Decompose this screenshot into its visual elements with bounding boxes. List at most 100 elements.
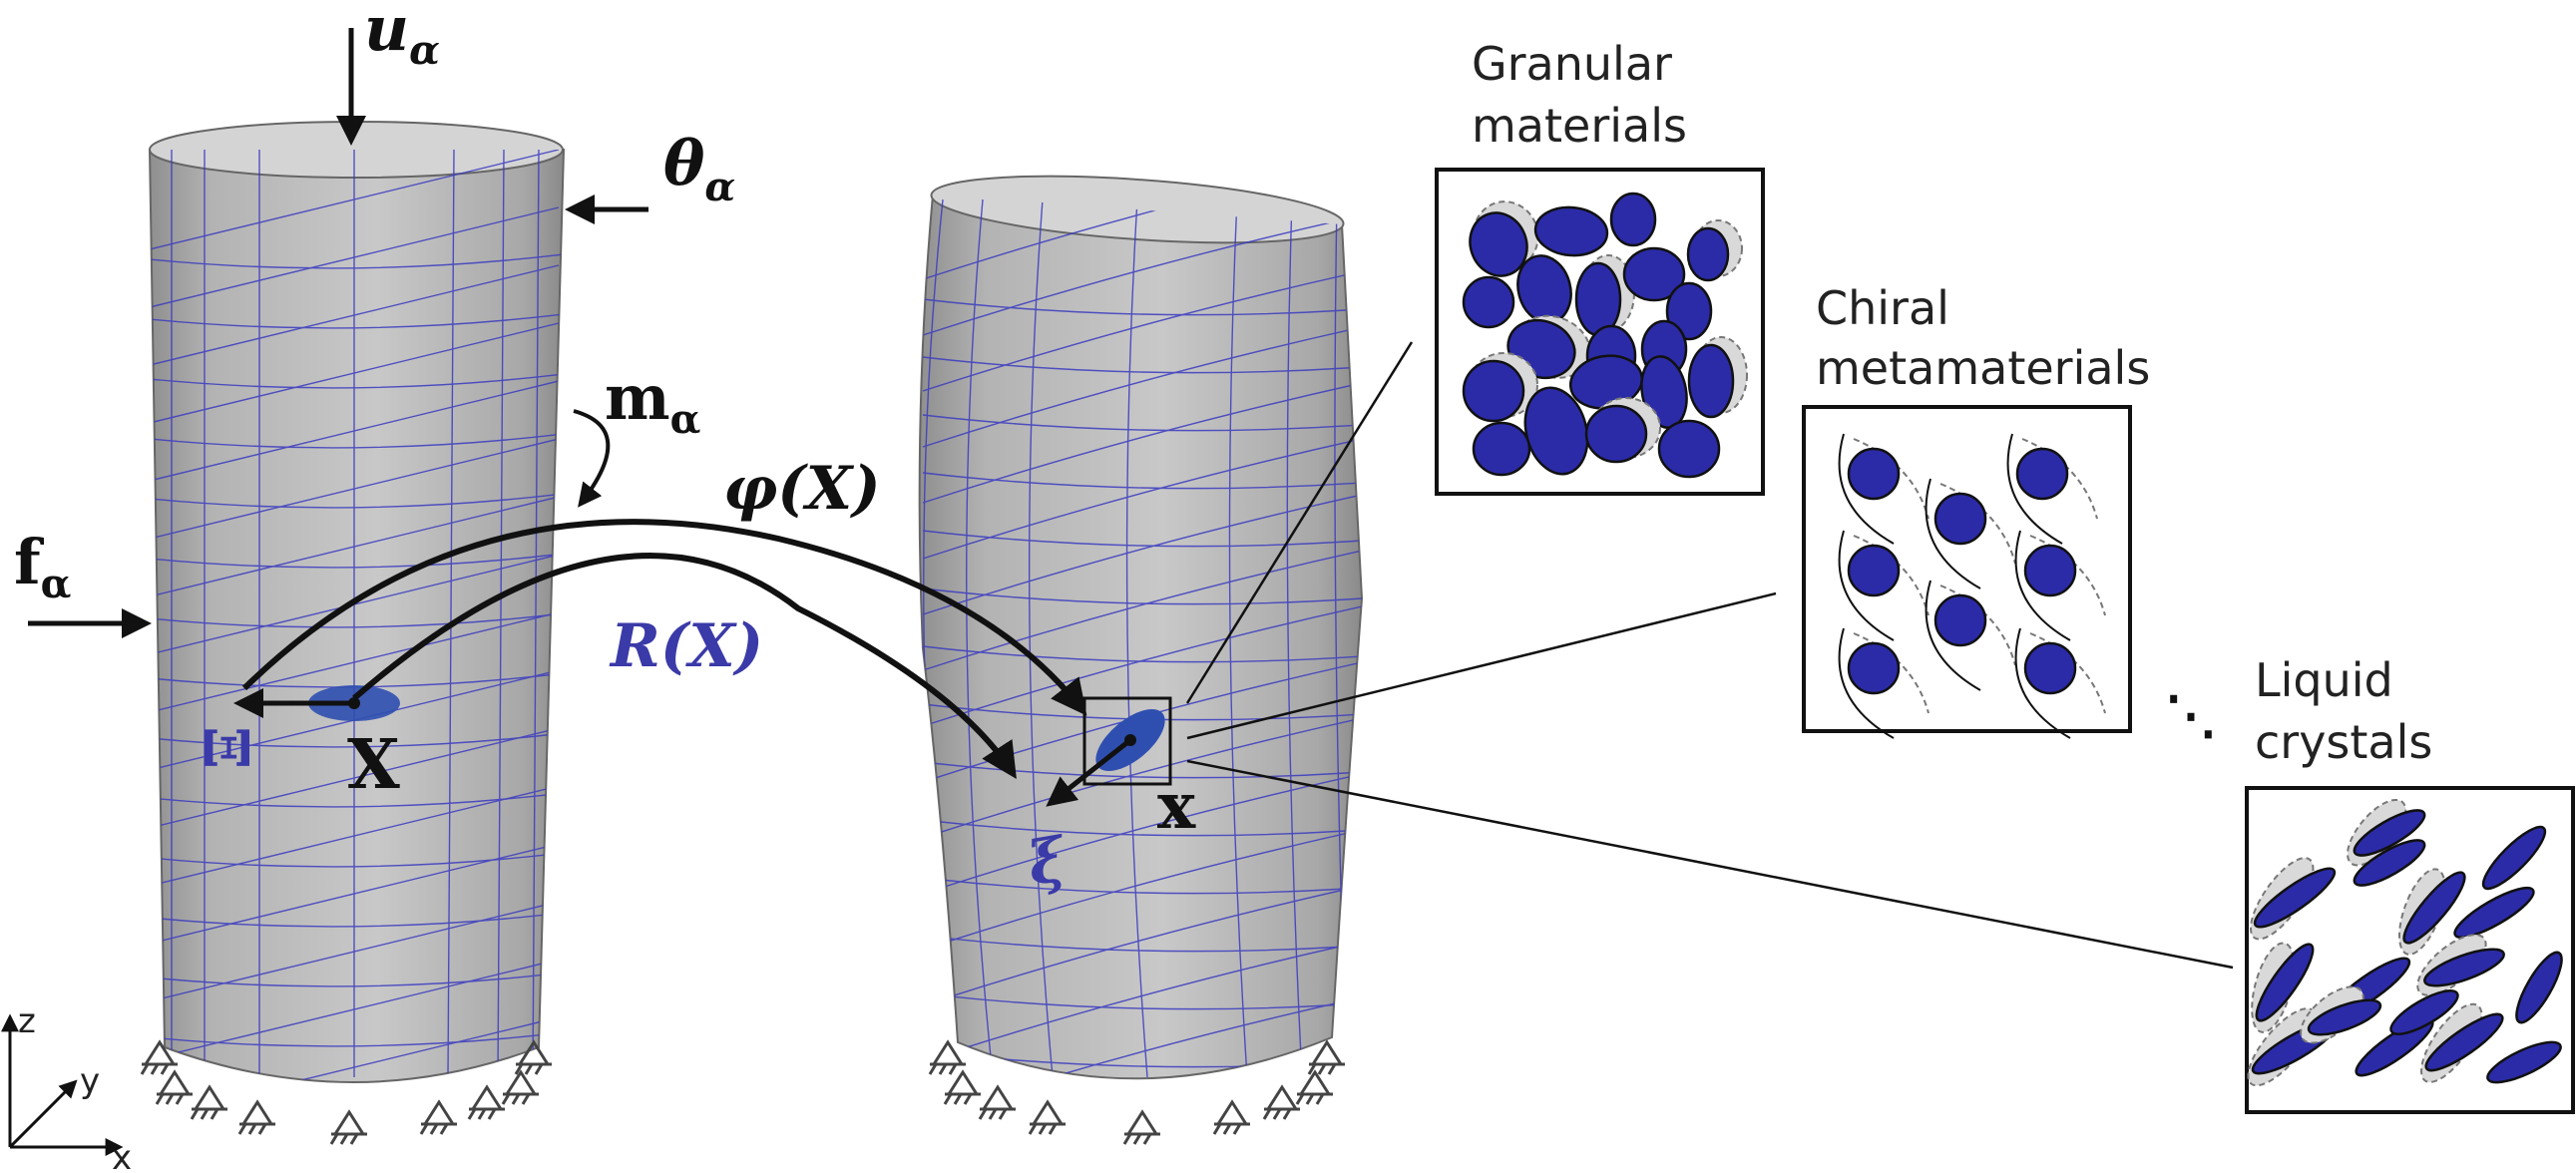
mesh-ring-line (150, 433, 564, 449)
support-hatch (1327, 1063, 1337, 1075)
liquid-title-1: Liquid (2255, 653, 2393, 707)
support-hatch (237, 1123, 247, 1135)
phi-arrow (241, 519, 1087, 716)
mesh-helix-line (922, 214, 1362, 336)
mesh-helix-line (922, 941, 1362, 1062)
granular-particle (1462, 359, 1525, 423)
Xi-label: Ξ (190, 726, 262, 770)
phi-label: φ(X) (723, 454, 881, 524)
crystal-particle (2423, 948, 2505, 987)
deformed-mesh (922, 195, 1362, 1079)
crystal-particle (2253, 867, 2337, 929)
support-hatch (1315, 1093, 1325, 1105)
granular-particle (1584, 404, 1648, 464)
support-hatch (150, 1063, 160, 1075)
mesh-vertical-line (532, 150, 540, 1078)
support-triangle (946, 1069, 980, 1096)
support-hatch (1295, 1093, 1305, 1105)
m-alpha-label: mα (605, 361, 700, 443)
granular-particle (1472, 421, 1531, 477)
ghost-ligament (2021, 438, 2098, 520)
mesh-helix-line (922, 270, 1362, 392)
mesh-ring-line (922, 645, 1362, 663)
granular-particles (1462, 192, 1748, 479)
support-triangle (1310, 1039, 1344, 1066)
mesh-helix-line (922, 996, 1362, 1079)
u-alpha-label: uα (364, 0, 440, 74)
ligament (2014, 627, 2071, 739)
support-hatch (928, 1063, 938, 1075)
support-hatch (1038, 1123, 1048, 1135)
support-hatch (501, 1093, 511, 1105)
mesh-ring-line (150, 1031, 564, 1047)
ghost-ligament (2029, 535, 2106, 616)
support-hatch (155, 1093, 165, 1105)
granular-particle (1533, 205, 1609, 257)
axis-y-label: y (80, 1061, 100, 1101)
inset-liquid-crystals: Liquid crystals (2245, 653, 2575, 1114)
mesh-ring-line (922, 761, 1362, 779)
ligament (2014, 530, 2071, 641)
liquid-particles (2247, 798, 2563, 1087)
ellipsis: ⋱ (2165, 685, 2217, 746)
mesh-helix-line (922, 773, 1362, 895)
mapping-arrows: φ(X) R(X) (241, 454, 1087, 780)
mesh-ring-line (922, 414, 1362, 432)
mesh-ring-line (922, 530, 1362, 548)
support-triangle (158, 1069, 192, 1096)
crystal-particle (2515, 951, 2563, 1024)
X-label: X (347, 725, 400, 805)
inset-chiral: Chiral metamaterials (1802, 281, 2150, 739)
support-hatch (1317, 1063, 1327, 1075)
mesh-ring-line (922, 587, 1362, 605)
support-hatch (963, 1093, 973, 1105)
mesh-ring-line (150, 912, 564, 928)
support-hatch (524, 1063, 534, 1075)
support-hatch (349, 1133, 359, 1145)
chiral-node (1847, 447, 1901, 501)
liquid-title-2: crystals (2255, 715, 2432, 769)
mesh-ring-line (150, 732, 564, 748)
support-hatch (1122, 1133, 1132, 1145)
ligament (1838, 530, 1895, 641)
mesh-helix-line (150, 901, 560, 1002)
support-hatch (988, 1108, 998, 1120)
support-hatch (1212, 1123, 1222, 1135)
mesh-vertical-line (1286, 198, 1303, 1078)
mesh-helix-line (150, 611, 560, 713)
reference-mesh (150, 150, 564, 1082)
crystal-particle (2481, 825, 2547, 891)
mesh-helix-line (150, 496, 560, 597)
granular-particle (1686, 226, 1730, 282)
load-theta-alpha: θα (565, 127, 735, 224)
mesh-helix-line (922, 829, 1362, 951)
f-alpha-label: fα (14, 526, 71, 607)
granular-title-2: materials (1472, 99, 1687, 153)
ghost-ligament (1939, 483, 2016, 565)
reference-cylinder-top (149, 121, 564, 179)
mesh-helix-line (150, 322, 560, 424)
support-hatch (1307, 1063, 1317, 1075)
y-axis (8, 1079, 78, 1149)
support-hatch (514, 1063, 524, 1075)
support-triangle (332, 1109, 366, 1136)
load-f-alpha: fα (14, 526, 152, 638)
granular-title-1: Granular (1472, 37, 1672, 91)
support-hatch (938, 1063, 948, 1075)
crystal-particle (2353, 809, 2426, 857)
chiral-node (1847, 544, 1901, 597)
mesh-ring-line (922, 472, 1362, 490)
support-hatch (175, 1093, 185, 1105)
crystal-particle (2486, 1040, 2562, 1084)
support-hatch (943, 1093, 953, 1105)
mesh-helix-line (922, 550, 1362, 671)
chiral-node (1933, 492, 1987, 546)
ligament (2006, 433, 2063, 545)
support-hatch (953, 1093, 963, 1105)
crystal-particle (2307, 998, 2382, 1036)
mesh-ring-line (922, 819, 1362, 837)
support-hatch (210, 1108, 219, 1120)
inset-granular: Granular materials (1435, 37, 1765, 496)
mesh-ring-line (150, 493, 564, 509)
